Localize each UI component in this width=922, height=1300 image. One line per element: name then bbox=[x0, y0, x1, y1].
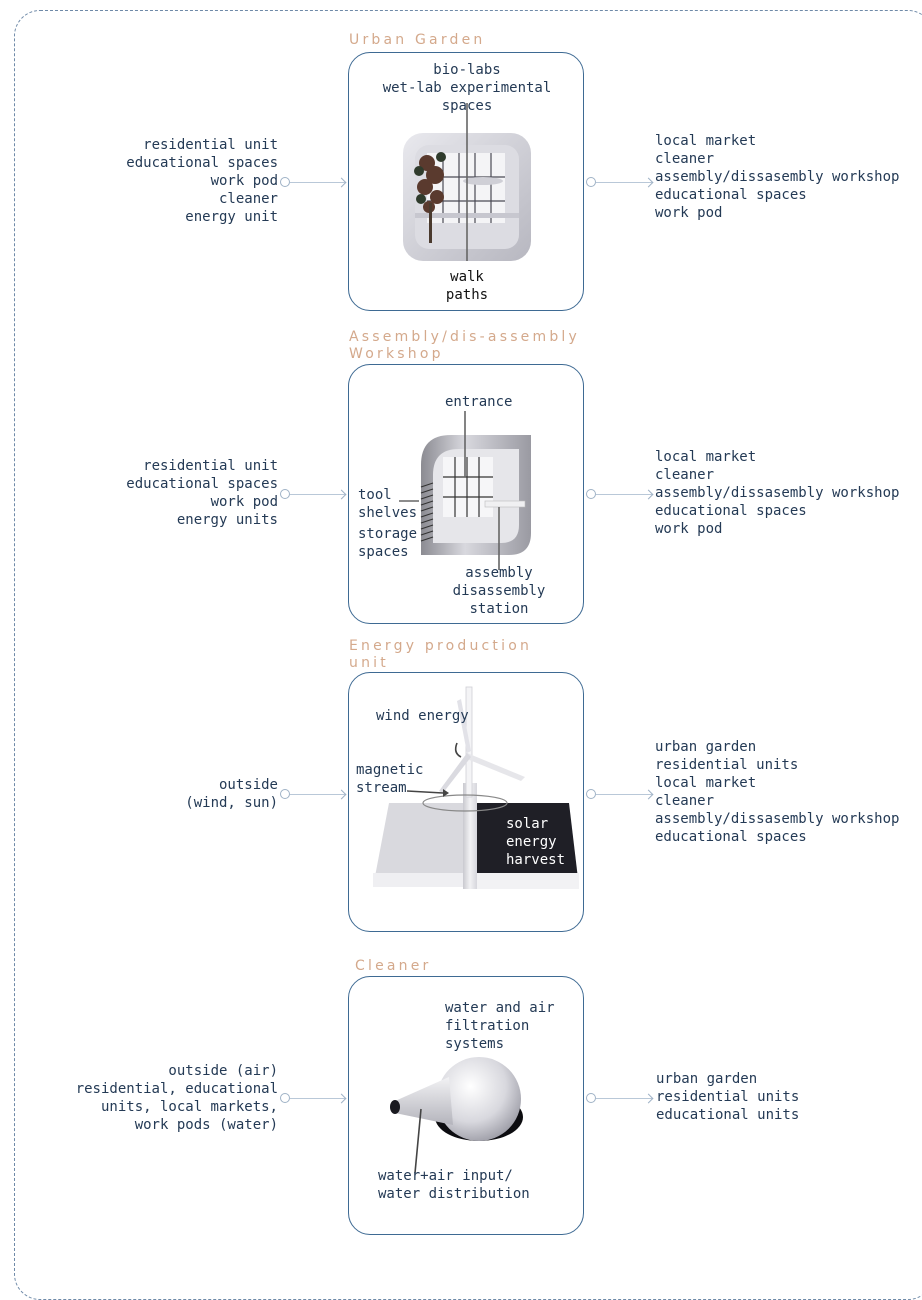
module-box: wind energy magnetic stream solar energy… bbox=[348, 672, 584, 932]
label-tool-shelves: tool shelves bbox=[358, 487, 418, 521]
output-connector-line bbox=[596, 794, 652, 795]
module-title: Assembly/dis-assembly Workshop bbox=[349, 329, 580, 362]
label-water-air-input: water+air input/ water distribution bbox=[378, 1168, 530, 1202]
input-item: outside bbox=[218, 777, 278, 793]
input-connector-line bbox=[290, 1098, 346, 1099]
input-item: cleaner bbox=[218, 191, 278, 207]
output-item: assembly/dissasembly workshop bbox=[655, 485, 900, 501]
label-magnetic-stream: magnetic stream bbox=[356, 762, 424, 796]
output-item: assembly/dissasembly workshop bbox=[655, 811, 900, 827]
output-item: assembly/dissasembly workshop bbox=[655, 169, 900, 185]
output-item: local market bbox=[655, 775, 757, 791]
output-connector-dot bbox=[586, 489, 596, 499]
module-title: Cleaner bbox=[355, 958, 432, 974]
input-item: work pod bbox=[210, 494, 278, 510]
input-list: residential unit educational spaces work… bbox=[126, 457, 278, 529]
module-box: water and air filtration systems water+a… bbox=[348, 976, 584, 1235]
output-list: urban garden residential units local mar… bbox=[655, 738, 899, 846]
output-item: local market bbox=[655, 449, 757, 465]
label-assembly-station: assembly disassembly station bbox=[452, 565, 546, 617]
input-connector-dot bbox=[280, 177, 290, 187]
output-item: work pod bbox=[655, 521, 723, 537]
output-item: educational units bbox=[656, 1107, 800, 1123]
output-connector-line bbox=[596, 1098, 652, 1099]
input-list: residential unit educational spaces work… bbox=[126, 136, 278, 226]
input-item: residential unit bbox=[143, 137, 278, 153]
label-solar-harvest: solar energy harvest bbox=[506, 816, 566, 868]
energy-render bbox=[373, 686, 579, 889]
output-item: educational spaces bbox=[655, 187, 807, 203]
input-list: outside (air) residential, educational u… bbox=[76, 1062, 278, 1134]
label-entrance: entrance bbox=[445, 394, 513, 410]
input-item: work pod bbox=[210, 173, 278, 189]
output-connector-line bbox=[596, 182, 652, 183]
garden-render bbox=[403, 103, 531, 261]
workshop-render bbox=[399, 411, 531, 570]
input-item: energy units bbox=[176, 512, 278, 528]
input-item: educational spaces bbox=[126, 476, 278, 492]
output-list: urban garden residential units education… bbox=[656, 1070, 799, 1124]
cleaner-render bbox=[390, 1057, 523, 1174]
output-connector-dot bbox=[586, 1093, 596, 1103]
output-connector-dot bbox=[586, 789, 596, 799]
module-title: Energy production unit bbox=[349, 638, 533, 671]
input-connector-dot bbox=[280, 489, 290, 499]
input-connector-line bbox=[290, 794, 346, 795]
label-bio-labs: bio-labs wet-lab experimental spaces bbox=[382, 62, 552, 114]
input-item: outside (air) bbox=[168, 1063, 278, 1079]
output-item: local market bbox=[655, 133, 757, 149]
input-item: units, local markets, bbox=[100, 1099, 278, 1115]
output-item: urban garden bbox=[655, 739, 757, 755]
output-list: local market cleaner assembly/dissasembl… bbox=[655, 132, 899, 222]
input-item: educational spaces bbox=[126, 155, 278, 171]
input-item: work pods (water) bbox=[134, 1117, 278, 1133]
input-item: energy unit bbox=[185, 209, 278, 225]
output-item: educational spaces bbox=[655, 503, 807, 519]
output-item: urban garden bbox=[656, 1071, 758, 1087]
label-walk-paths: walk paths bbox=[445, 269, 489, 303]
output-item: cleaner bbox=[655, 151, 715, 167]
input-item: residential, educational bbox=[75, 1081, 278, 1097]
output-item: residential units bbox=[655, 757, 799, 773]
input-connector-line bbox=[290, 182, 346, 183]
input-item: residential unit bbox=[143, 458, 278, 474]
output-item: educational spaces bbox=[655, 829, 807, 845]
output-item: residential units bbox=[656, 1089, 800, 1105]
input-list: outside (wind, sun) bbox=[185, 776, 278, 812]
output-list: local market cleaner assembly/dissasembl… bbox=[655, 448, 899, 538]
module-title: Urban Garden bbox=[349, 32, 486, 48]
label-wind-energy: wind energy bbox=[376, 708, 469, 724]
input-item: (wind, sun) bbox=[185, 795, 278, 811]
label-storage-spaces: storage spaces bbox=[358, 526, 418, 560]
output-item: cleaner bbox=[655, 793, 715, 809]
module-box: bio-labs wet-lab experimental spaces wal… bbox=[348, 52, 584, 311]
input-connector-line bbox=[290, 494, 346, 495]
input-connector-dot bbox=[280, 789, 290, 799]
output-item: work pod bbox=[655, 205, 723, 221]
label-filtration-systems: water and air filtration systems bbox=[445, 1000, 555, 1052]
module-box: entrance tool shelves storage spaces ass… bbox=[348, 364, 584, 624]
output-connector-line bbox=[596, 494, 652, 495]
output-item: cleaner bbox=[655, 467, 715, 483]
output-connector-dot bbox=[586, 177, 596, 187]
input-connector-dot bbox=[280, 1093, 290, 1103]
